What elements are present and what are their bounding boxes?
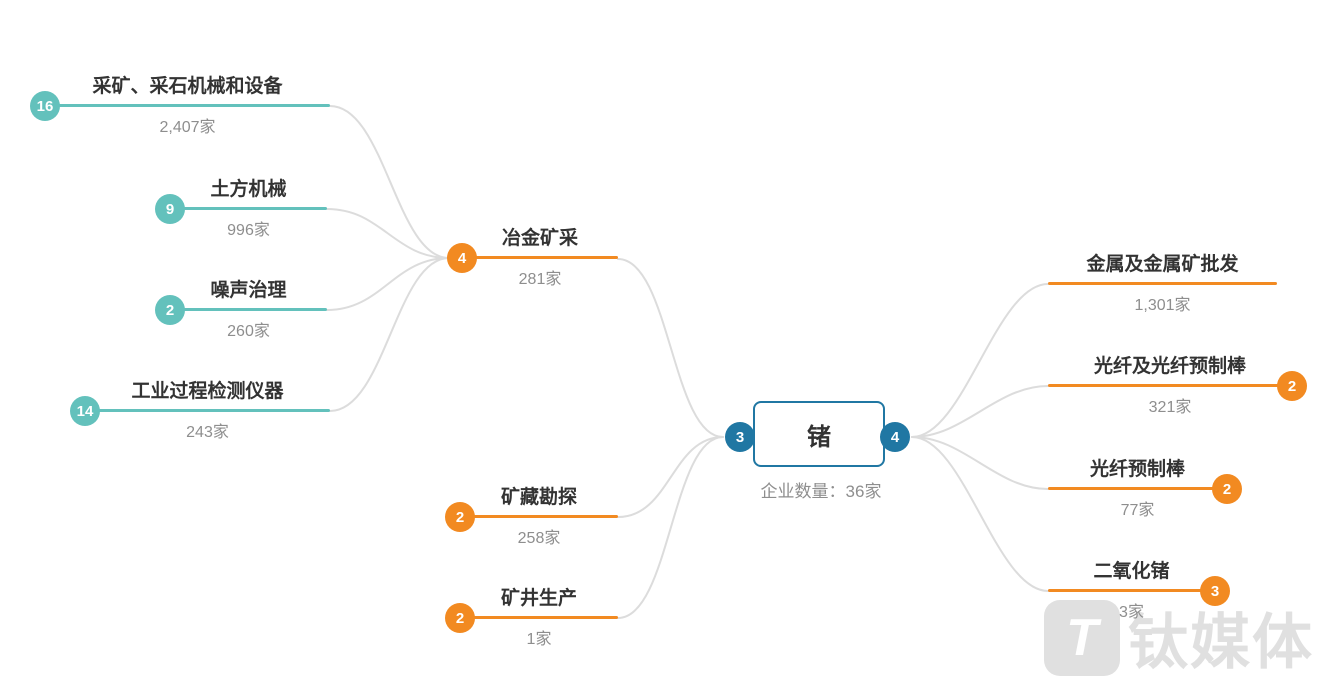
branch-count-badge[interactable]: 4 [447, 243, 477, 273]
branch-count: 1,301家 [1134, 297, 1191, 314]
branch-underline [460, 616, 618, 619]
branch-optical-fiber-and-preform[interactable]: 光纤及光纤预制棒 321家 2 [1048, 352, 1307, 417]
branch-label: 噪声治理 [210, 280, 287, 301]
branch-label: 采矿、采石机械和设备 [92, 76, 283, 97]
branch-count: 77家 [1120, 502, 1155, 519]
branch-mine-production[interactable]: 矿井生产 1家 2 [445, 584, 618, 649]
branch-count-badge[interactable]: 14 [70, 396, 100, 426]
watermark-text: 钛媒体 [1128, 609, 1314, 676]
branch-earthmoving-machinery[interactable]: 土方机械 996家 9 [155, 175, 327, 240]
branch-underline [170, 308, 327, 311]
branch-mineral-exploration[interactable]: 矿藏勘探 258家 2 [445, 483, 618, 548]
tmtpost-logo-icon: T [1044, 599, 1120, 676]
branch-underline [1048, 384, 1292, 387]
tmtpost-logo-letter: T [1066, 608, 1098, 667]
branch-underline [45, 104, 330, 107]
branch-count-badge[interactable]: 2 [1212, 474, 1242, 504]
branch-count-badge[interactable]: 2 [1277, 371, 1307, 401]
branch-underline [460, 515, 618, 518]
center-right-count-badge[interactable]: 4 [880, 422, 910, 452]
branch-count-badge[interactable]: 3 [1200, 576, 1230, 606]
branch-label: 金属及金属矿批发 [1086, 254, 1239, 275]
branch-label: 光纤预制棒 [1089, 459, 1185, 480]
branch-mining-quarry-machinery[interactable]: 采矿、采石机械和设备 2,407家 16 [30, 72, 330, 137]
branch-label: 光纤及光纤预制棒 [1093, 356, 1246, 377]
center-node-germanium[interactable]: 锗 3 4 企业数量：36家 [725, 401, 910, 501]
branch-optical-fiber-preform[interactable]: 光纤预制棒 77家 2 [1048, 455, 1242, 520]
branch-noise-control[interactable]: 噪声治理 260家 2 [155, 276, 327, 341]
watermark: T 钛媒体 [1044, 594, 1314, 681]
branch-metallurgical-mining[interactable]: 冶金矿采 281家 4 [447, 224, 618, 289]
branch-underline [462, 256, 618, 259]
branch-label: 土方机械 [210, 179, 287, 200]
branch-count-badge[interactable]: 16 [30, 91, 60, 121]
branch-label: 矿藏勘探 [500, 487, 577, 508]
branch-count: 1家 [526, 631, 552, 648]
branch-underline [1048, 487, 1227, 490]
center-left-count-badge[interactable]: 3 [725, 422, 755, 452]
branch-count-badge[interactable]: 2 [445, 603, 475, 633]
branch-count: 281家 [518, 271, 562, 288]
branch-count-badge[interactable]: 2 [445, 502, 475, 532]
branch-count: 258家 [517, 530, 561, 547]
center-node-title: 锗 [807, 423, 831, 451]
branch-metal-wholesale[interactable]: 金属及金属矿批发 1,301家 [1048, 250, 1277, 315]
branch-count: 996家 [227, 222, 270, 239]
branch-label: 冶金矿采 [501, 228, 578, 249]
branch-underline [1048, 589, 1215, 592]
branch-count: 321家 [1148, 399, 1192, 416]
branch-count: 260家 [227, 323, 270, 340]
branch-count-badge[interactable]: 2 [155, 295, 185, 325]
branch-count: 2,407家 [159, 119, 216, 136]
branch-underline [1048, 282, 1277, 285]
branch-count: 3家 [1119, 604, 1144, 621]
branch-count-badge[interactable]: 9 [155, 194, 185, 224]
branch-germanium-dioxide[interactable]: 二氧化锗 3家 3 [1048, 557, 1230, 622]
center-node-subtitle: 企业数量：36家 [760, 482, 882, 501]
branch-label: 矿井生产 [500, 588, 577, 609]
branch-count: 243家 [186, 424, 229, 441]
branch-label: 二氧化锗 [1093, 561, 1170, 582]
branch-industrial-process-instruments[interactable]: 工业过程检测仪器 243家 14 [70, 377, 330, 442]
branch-underline [85, 409, 330, 412]
branch-underline [170, 207, 327, 210]
branch-label: 工业过程检测仪器 [131, 381, 284, 402]
